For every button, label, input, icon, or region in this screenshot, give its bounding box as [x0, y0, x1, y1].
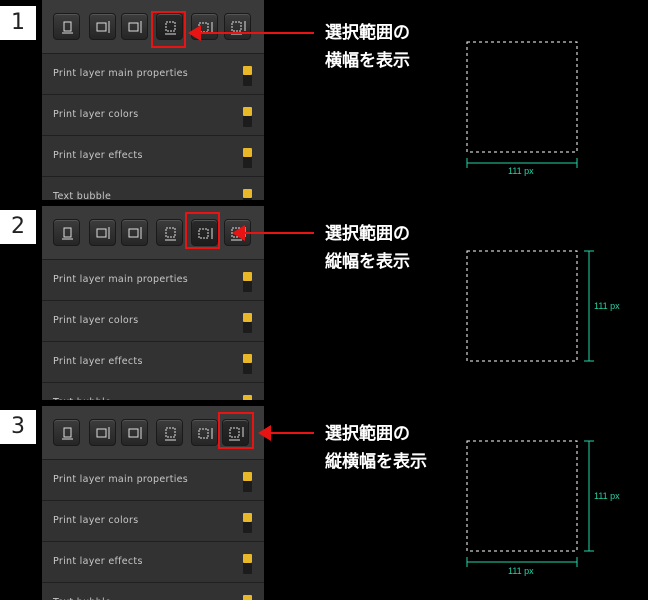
layer-toggle[interactable]	[243, 513, 252, 533]
align-right-alt-icon	[128, 21, 142, 33]
selection-preview	[466, 41, 578, 168]
highlight-box	[185, 212, 220, 249]
selection-size-button[interactable]	[222, 419, 249, 446]
step-2: 2 Print layer main properties	[0, 200, 648, 400]
align-right-button[interactable]	[89, 219, 116, 246]
height-label: 111 px	[594, 491, 620, 501]
selection-width-icon	[165, 21, 176, 35]
layer-row[interactable]: Text bubble	[42, 177, 264, 200]
caption-line: 縦横幅を表示	[325, 452, 427, 472]
layer-toggle[interactable]	[243, 189, 252, 200]
selection-width-icon	[165, 227, 176, 241]
align-bottom-button[interactable]	[53, 219, 80, 246]
caption-line: 選択範囲の	[325, 23, 410, 43]
toolbar	[42, 206, 264, 260]
height-label: 111 px	[594, 301, 620, 311]
selection-preview	[466, 250, 594, 362]
toolbar	[42, 0, 264, 54]
align-bottom-button[interactable]	[53, 419, 80, 446]
layer-toggle[interactable]	[243, 272, 252, 292]
selection-height-icon	[198, 228, 213, 239]
step-number: 1	[0, 6, 36, 40]
layer-label: Print layer colors	[53, 315, 139, 326]
layer-label: Print layer effects	[53, 150, 143, 161]
plugin-panel: Print layer main properties Print layer …	[42, 406, 264, 600]
width-label: 111 px	[508, 166, 534, 176]
toolbar	[42, 406, 264, 460]
step-1: 1 Print layer main properties	[0, 0, 648, 200]
layer-row[interactable]: Print layer colors	[42, 301, 264, 342]
selection-size-icon	[229, 427, 244, 441]
align-right-button[interactable]	[89, 13, 116, 40]
align-right-alt-icon	[128, 427, 142, 439]
selection-width-button[interactable]	[156, 219, 183, 246]
layer-label: Text bubble	[53, 191, 112, 200]
selection-width-button[interactable]	[156, 419, 183, 446]
layer-toggle[interactable]	[243, 554, 252, 574]
layer-row[interactable]: Print layer main properties	[42, 54, 264, 95]
caption: 選択範囲の 横幅を表示	[325, 19, 410, 75]
align-right-alt-button[interactable]	[121, 219, 148, 246]
align-bottom-icon	[62, 21, 73, 34]
caption-line: 横幅を表示	[325, 51, 410, 71]
layer-toggle[interactable]	[243, 395, 252, 400]
layer-row[interactable]: Print layer colors	[42, 95, 264, 136]
align-right-icon	[96, 427, 110, 439]
selection-width-button[interactable]	[156, 13, 183, 40]
align-bottom-button[interactable]	[53, 13, 80, 40]
step-3: 3 Print layer main properties	[0, 400, 648, 600]
layer-toggle[interactable]	[243, 595, 252, 600]
layer-label: Print layer effects	[53, 556, 143, 567]
align-bottom-icon	[62, 227, 73, 240]
layer-row[interactable]: Print layer colors	[42, 501, 264, 542]
selection-height-button[interactable]	[191, 419, 218, 446]
selection-width-icon	[165, 427, 176, 441]
layer-label: Print layer main properties	[53, 274, 189, 285]
caption-line: 縦幅を表示	[325, 252, 410, 272]
layer-row[interactable]: Print layer main properties	[42, 460, 264, 501]
selection-height-icon	[198, 428, 213, 439]
layer-toggle[interactable]	[243, 313, 252, 333]
layer-row[interactable]: Text bubble	[42, 583, 264, 600]
width-label: 111 px	[508, 566, 534, 576]
arrow-left-icon	[188, 25, 314, 41]
caption: 選択範囲の 縦幅を表示	[325, 220, 410, 276]
align-bottom-icon	[62, 427, 73, 440]
layer-label: Print layer main properties	[53, 474, 189, 485]
align-right-alt-icon	[128, 227, 142, 239]
plugin-panel: Print layer main properties Print layer …	[42, 206, 264, 400]
layer-toggle[interactable]	[243, 148, 252, 168]
align-right-button[interactable]	[89, 419, 116, 446]
layer-label: Text bubble	[53, 597, 111, 600]
layer-row[interactable]: Print layer effects	[42, 136, 264, 177]
step-number: 2	[0, 210, 36, 244]
selection-height-button[interactable]	[191, 219, 218, 246]
layer-row[interactable]: Print layer main properties	[42, 260, 264, 301]
layer-toggle[interactable]	[243, 472, 252, 492]
caption-line: 選択範囲の	[325, 224, 410, 244]
layer-row[interactable]: Print layer effects	[42, 342, 264, 383]
layer-toggle[interactable]	[243, 107, 252, 127]
caption: 選択範囲の 縦横幅を表示	[325, 420, 427, 476]
align-right-alt-button[interactable]	[121, 419, 148, 446]
layer-label: Print layer colors	[53, 109, 139, 120]
align-right-icon	[96, 227, 110, 239]
highlight-box	[218, 412, 254, 449]
layer-label: Print layer effects	[53, 356, 143, 367]
selection-preview	[466, 440, 594, 567]
align-right-icon	[96, 21, 110, 33]
layer-label: Text bubble	[53, 397, 111, 400]
layer-row[interactable]: Print layer effects	[42, 542, 264, 583]
layer-toggle[interactable]	[243, 354, 252, 374]
layer-toggle[interactable]	[243, 66, 252, 86]
caption-line: 選択範囲の	[325, 424, 410, 444]
arrow-left-icon	[232, 225, 314, 241]
layer-row[interactable]: Text bubble	[42, 383, 264, 400]
arrow-left-icon	[258, 425, 314, 441]
align-right-alt-button[interactable]	[121, 13, 148, 40]
layer-label: Print layer colors	[53, 515, 139, 526]
layer-label: Print layer main properties	[53, 68, 189, 79]
highlight-box	[151, 11, 186, 48]
step-number: 3	[0, 410, 36, 444]
